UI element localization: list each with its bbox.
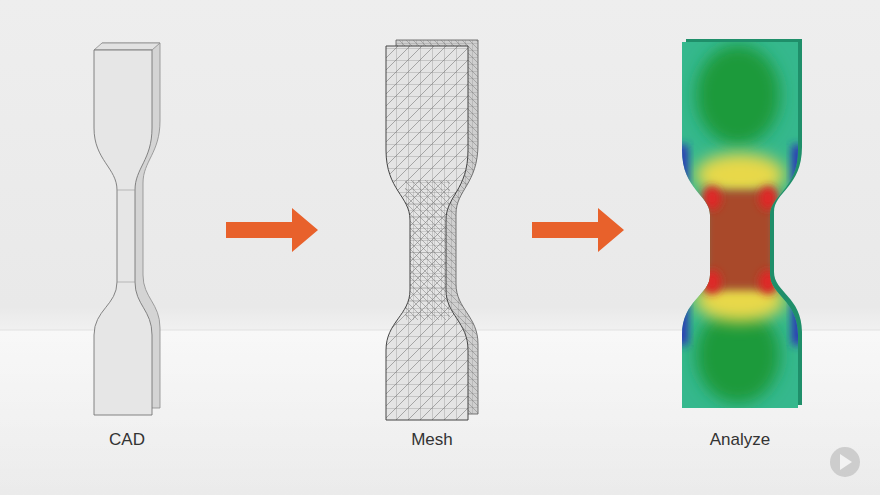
stage-label: Mesh bbox=[368, 430, 496, 450]
specimen-stage: Mesh bbox=[318, 35, 532, 455]
flow-arrow bbox=[532, 208, 624, 252]
stage-label: CAD bbox=[63, 430, 191, 450]
flow-arrow bbox=[226, 208, 318, 252]
stage-label: Analyze bbox=[676, 430, 804, 450]
specimen-stage: CAD bbox=[28, 35, 226, 455]
specimen-stage: Analyze bbox=[624, 35, 854, 455]
